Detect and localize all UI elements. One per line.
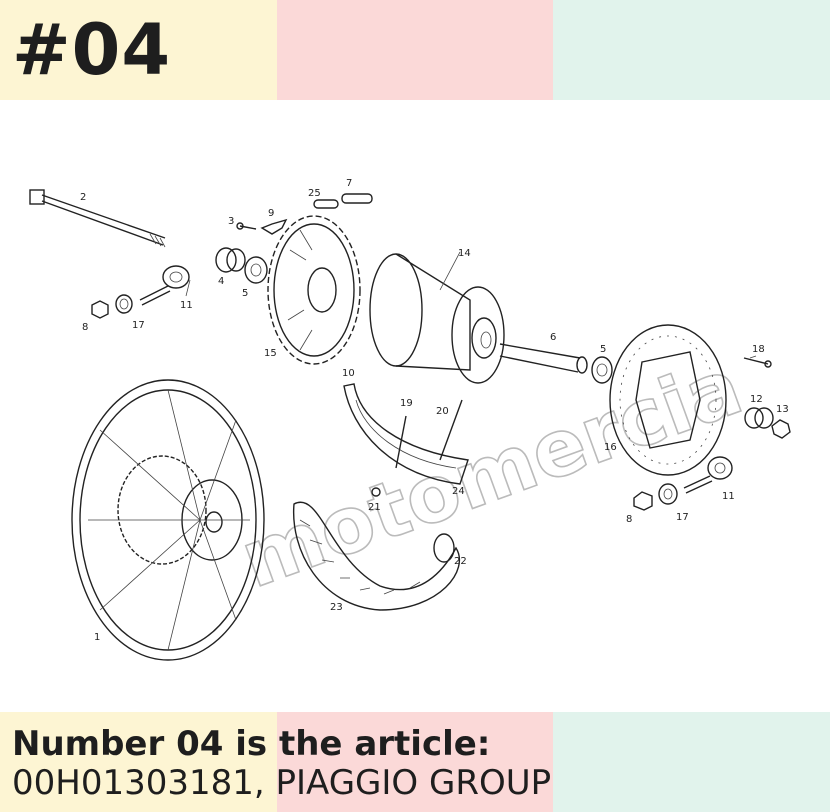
top-color-band xyxy=(0,0,830,100)
part-label: 15 xyxy=(264,348,277,359)
chain-link-parts xyxy=(313,193,373,209)
part-label: 11 xyxy=(722,491,735,502)
part-number-badge: #04 xyxy=(12,9,172,91)
bottom-color-band xyxy=(0,712,830,812)
part-label: 8 xyxy=(82,322,88,333)
part-label: 25 xyxy=(308,188,321,199)
part-label: 21 xyxy=(368,502,381,513)
band-pink xyxy=(277,712,553,812)
axle-part xyxy=(29,189,166,248)
part-labels: 1 2 3 4 5 5 6 7 8 8 9 10 11 11 12 13 14 … xyxy=(80,178,789,643)
part-label: 23 xyxy=(330,602,343,613)
right-small-parts xyxy=(743,357,791,439)
hub-spacer-and-bearing xyxy=(499,343,613,384)
part-label: 5 xyxy=(242,288,248,299)
part-label: 13 xyxy=(776,404,789,415)
tyre-and-tube xyxy=(292,501,461,611)
band-yellow xyxy=(0,0,277,100)
rear-hub xyxy=(369,253,505,384)
band-green xyxy=(553,0,830,100)
part-label: 3 xyxy=(228,216,234,227)
part-label: 7 xyxy=(346,178,352,189)
part-label: 14 xyxy=(458,248,471,259)
part-label: 6 xyxy=(550,332,556,343)
leader-lines xyxy=(185,251,757,359)
band-green xyxy=(553,712,830,812)
part-label: 18 xyxy=(752,344,765,355)
part-label: 11 xyxy=(180,300,193,311)
part-label: 22 xyxy=(454,556,467,567)
part-label: 2 xyxy=(80,192,86,203)
part-label: 1 xyxy=(94,632,100,643)
right-adjuster-parts xyxy=(633,456,733,511)
part-label: 20 xyxy=(436,406,449,417)
brake-disc xyxy=(609,324,727,476)
left-adjuster-parts xyxy=(91,265,190,319)
part-label: 4 xyxy=(218,276,224,287)
part-label: 12 xyxy=(750,394,763,405)
part-label: 8 xyxy=(626,514,632,525)
band-pink xyxy=(277,0,553,100)
part-label: 19 xyxy=(400,398,413,409)
part-label: 17 xyxy=(676,512,689,523)
caption-heading: Number 04 is the article: xyxy=(12,724,491,764)
part-label: 9 xyxy=(268,208,274,219)
part-label: 10 xyxy=(342,368,355,379)
rim-band xyxy=(343,383,469,485)
spacer-bearing-parts xyxy=(215,218,288,284)
complete-rear-wheel xyxy=(71,379,265,661)
part-label: 17 xyxy=(132,320,145,331)
part-label: 5 xyxy=(600,344,606,355)
rear-sprocket xyxy=(267,215,361,365)
band-yellow xyxy=(0,712,277,812)
spokes xyxy=(371,399,463,497)
caption-article-code: 00H01303181, PIAGGIO GROUP xyxy=(12,763,552,803)
part-label: 16 xyxy=(604,442,617,453)
exploded-wheel-diagram: motomercia xyxy=(29,178,791,661)
part-label: 24 xyxy=(452,486,465,497)
